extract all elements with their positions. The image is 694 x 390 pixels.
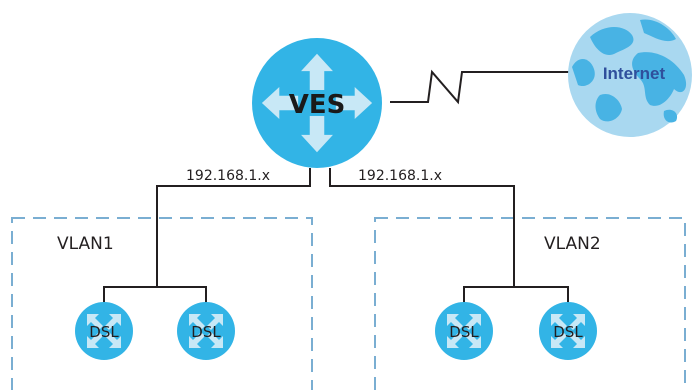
- vlan2-ip-label: 192.168.1.x: [358, 168, 442, 184]
- dsl-label: DSL: [449, 323, 479, 341]
- vlan2-dsl-device: DSL: [435, 302, 493, 360]
- dsl-label: DSL: [553, 323, 583, 341]
- ves-label: VES: [289, 90, 346, 120]
- dsl-label: DSL: [191, 323, 221, 341]
- vlan1-ip-label: 192.168.1.x: [186, 168, 270, 184]
- internet-label: Internet: [603, 64, 666, 83]
- internet-globe: Internet: [568, 13, 692, 137]
- dsl-label: DSL: [89, 323, 119, 341]
- vlan2-label: VLAN2: [544, 234, 601, 254]
- vlan1-dsl-device: DSL: [75, 302, 133, 360]
- vlan1-box: [11, 217, 313, 390]
- connection-lines: [103, 69, 572, 306]
- ves-hub: VES: [252, 38, 382, 168]
- vlan2-dsl-device: DSL: [539, 302, 597, 360]
- vlan2-box: [374, 217, 686, 390]
- vlan1-dsl-device: DSL: [177, 302, 235, 360]
- vlan1-label: VLAN1: [57, 234, 114, 254]
